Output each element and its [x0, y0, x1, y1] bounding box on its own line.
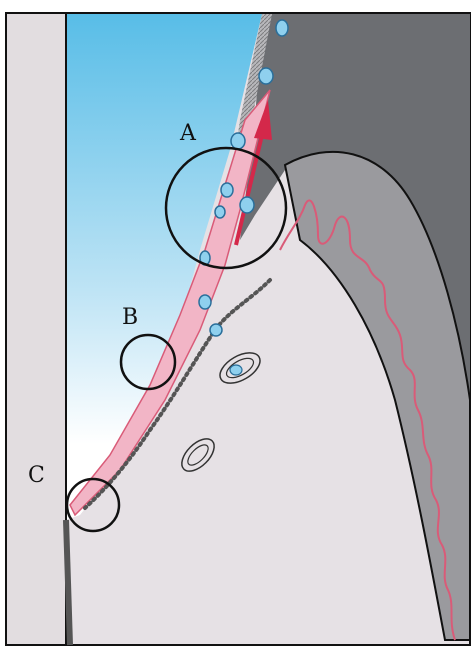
- leukocyte-icon: [231, 133, 245, 149]
- leukocyte-icon: [210, 324, 222, 336]
- leukocyte-icon: [276, 20, 288, 36]
- leukocyte-icon: [230, 365, 242, 375]
- leukocyte-icon: [221, 183, 233, 197]
- label-a: A: [179, 121, 197, 146]
- leukocyte-icon: [259, 68, 273, 84]
- leukocyte-icon: [215, 206, 225, 218]
- tooth-wall: [6, 13, 66, 645]
- root-surface: [66, 520, 70, 645]
- label-b: B: [122, 305, 138, 330]
- leukocyte-icon: [199, 295, 211, 309]
- leukocyte-icon: [240, 197, 254, 213]
- label-c: C: [28, 463, 45, 488]
